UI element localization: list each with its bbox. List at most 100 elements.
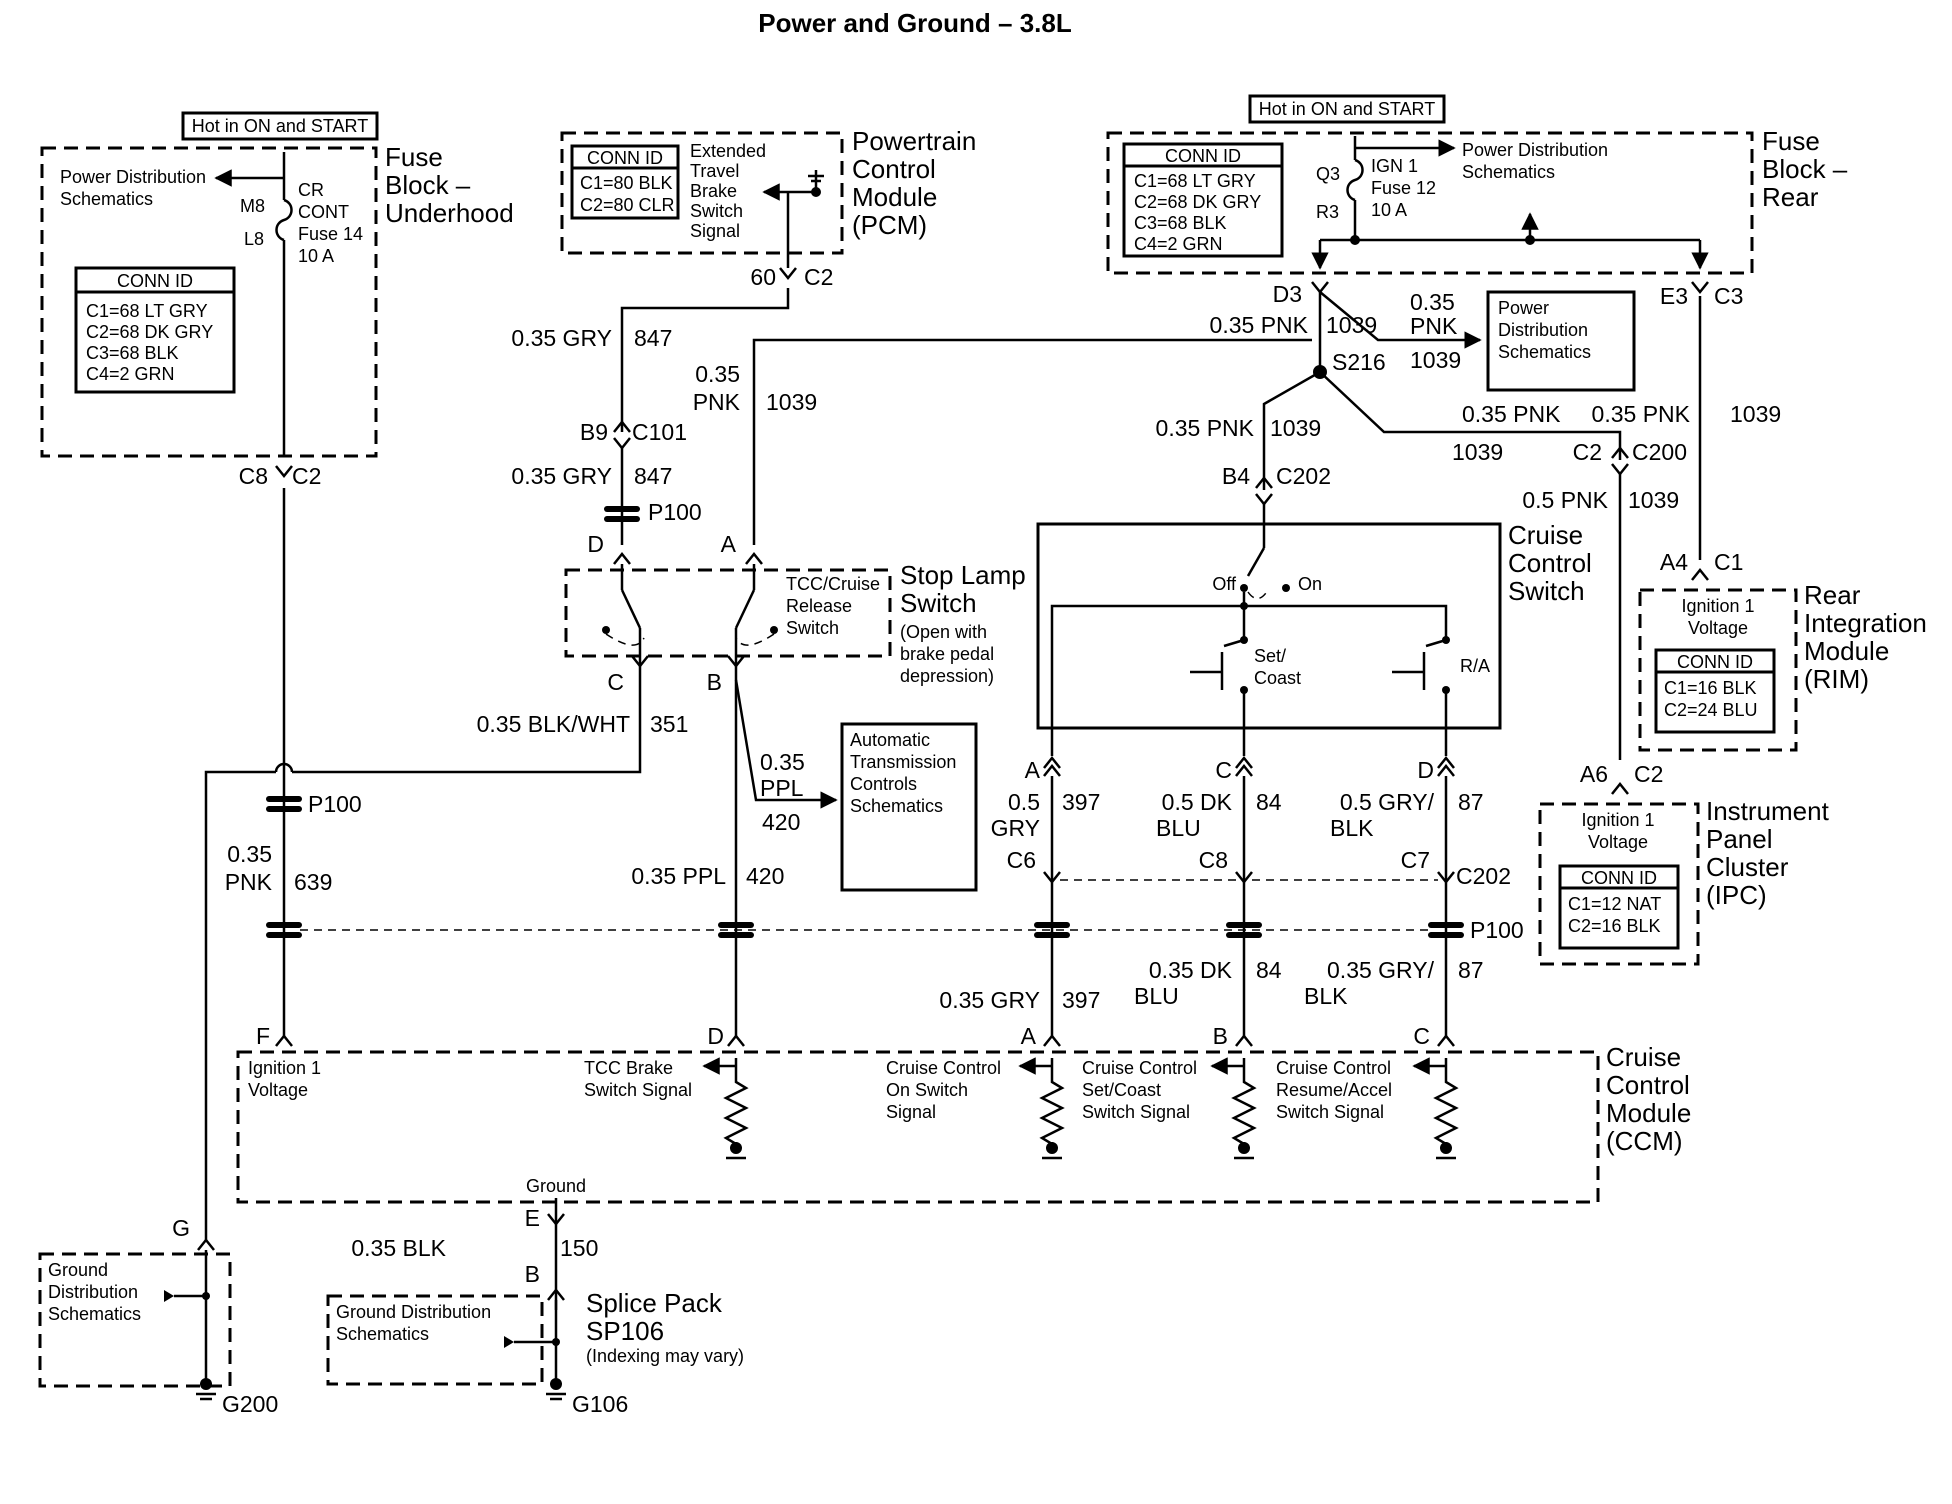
stop-lamp-label-2: Switch (900, 588, 977, 618)
resistor-tcc (723, 1058, 749, 1147)
ccm-box (236, 1050, 1600, 1204)
hot-label-underhood: Hot in ON and START (192, 116, 368, 136)
wire-397-a-color-2: GRY (991, 815, 1040, 841)
ccm-label-4: (CCM) (1606, 1126, 1683, 1156)
ats-line-1: Automatic (850, 730, 930, 750)
fuse-12-label-2: Fuse 12 (1371, 178, 1436, 198)
connector-c7: C7 (1401, 847, 1430, 873)
wire-1039-e3-color: 0.35 PNK (1592, 401, 1691, 427)
pin-c2-c200: C2 (1573, 439, 1602, 465)
stop-lamp-label-1: Stop Lamp (900, 560, 1026, 590)
stop-lamp-pin-a: A (721, 531, 737, 557)
pin-l8: L8 (244, 229, 264, 249)
tcc-release-switch-2: Release (786, 596, 852, 616)
connector-c3-rear: C3 (1714, 283, 1743, 309)
fuse-12-symbol (1346, 158, 1364, 202)
gds1-line-2: Distribution (48, 1282, 138, 1302)
pcm-signal-3: Brake (690, 181, 737, 201)
conn-id-box-pcm (570, 144, 680, 220)
pin-q3: Q3 (1316, 164, 1340, 184)
ccm-pin-a: A (1021, 1023, 1037, 1049)
pds-label-underhood-1: Power Distribution (60, 167, 206, 187)
cruise-switch-label-3: Switch (1508, 576, 1585, 606)
set-coast-label-1: Set/ (1254, 646, 1286, 666)
wire-420-b-color: 0.35 PPL (631, 863, 726, 889)
rim-pin-a4: A4 (1660, 549, 1688, 575)
stop-lamp-pin-c: C (607, 669, 624, 695)
ipc-label-3: Cluster (1706, 852, 1789, 882)
cruise-switch-pin-a: A (1025, 757, 1041, 783)
ra-label: R/A (1460, 656, 1490, 676)
wire-1039-ipc-number: 1039 (1628, 487, 1679, 513)
stop-lamp-note-3: depression) (900, 666, 994, 686)
splice-p100-a-bottom (604, 516, 640, 522)
ccm-pin-f: F (256, 1023, 270, 1049)
pin-r3: R3 (1316, 202, 1339, 222)
conn-id-underhood-c2: C2=68 DK GRY (86, 322, 213, 342)
wire-87-b-color-1: 0.35 GRY/ (1327, 957, 1435, 983)
splice-p100-c-label: P100 (1470, 917, 1524, 943)
rim-label-1: Rear (1804, 580, 1861, 610)
wire-639-number: 639 (294, 869, 332, 895)
splice-pack-note: (Indexing may vary) (586, 1346, 744, 1366)
wire-847-number-b: 847 (634, 463, 672, 489)
ccm-set-2: Set/Coast (1082, 1080, 1161, 1100)
ipc-pin-a6: A6 (1580, 761, 1608, 787)
stop-lamp-pin-b: B (707, 669, 722, 695)
wire-1039-e3-number: 1039 (1730, 401, 1781, 427)
rim-ign-1: Ignition 1 (1681, 596, 1754, 616)
fuse-block-underhood-label-2: Block – (385, 170, 471, 200)
cruise-switch-on: On (1298, 574, 1322, 594)
splice-p100-b-bottom (266, 806, 302, 812)
conn-id-title-underhood: CONN ID (117, 271, 193, 291)
rim-ign-2: Voltage (1688, 618, 1748, 638)
conn-id-rim-c1: C1=16 BLK (1664, 678, 1757, 698)
conn-id-box-underhood (74, 266, 236, 394)
pcm-signal-4: Switch (690, 201, 743, 221)
pcm-label-1: Powertrain (852, 126, 976, 156)
connector-c202-b: C202 (1456, 863, 1511, 889)
pin-d3: D3 (1273, 281, 1302, 307)
rim-module: A4 C1 Ignition 1 Voltage CONN ID C1=16 B… (1638, 549, 1927, 752)
ats-box: Automatic Transmission Controls Schemati… (840, 722, 978, 892)
gds1-line-3: Schematics (48, 1304, 141, 1324)
wire-847-color-a: 0.35 GRY (511, 325, 612, 351)
wire-420-a-number: 420 (762, 809, 800, 835)
wire-351-number: 351 (650, 711, 688, 737)
tcc-release-switch-1: TCC/Cruise (786, 574, 880, 594)
stop-lamp-pin-d: D (587, 531, 604, 557)
fuse-14-symbol (275, 198, 293, 242)
splice-pack-label-1: Splice Pack (586, 1288, 723, 1318)
splice-s216-label: S216 (1332, 349, 1386, 375)
conn-id-title-pcm: CONN ID (587, 148, 663, 168)
wire-420-a-color-1: 0.35 (760, 749, 805, 775)
pds-box: Power Distribution Schematics (1486, 290, 1636, 392)
wire-397-a-number: 397 (1062, 789, 1100, 815)
ccm-res-2: Resume/Accel (1276, 1080, 1392, 1100)
wire-397-a-color-1: 0.5 (1008, 789, 1040, 815)
ccm-pin-c: C (1413, 1023, 1430, 1049)
fuse-block-rear-label-3: Rear (1762, 182, 1819, 212)
wire-1039-pds-color-1: 0.35 (1410, 289, 1455, 315)
pds-label-underhood-2: Schematics (60, 189, 153, 209)
splice-p100-b-label: P100 (308, 791, 362, 817)
wire-1039-a-color-2: PNK (693, 389, 741, 415)
conn-id-box-rear (1122, 142, 1284, 258)
splice-p100-b-top (266, 796, 302, 802)
wire-639-color-1: 0.35 (227, 841, 272, 867)
fuse-14-label-3: Fuse 14 (298, 224, 363, 244)
wire-351-color: 0.35 BLK/WHT (477, 711, 630, 737)
rim-box (1638, 588, 1798, 752)
wire-351: 0.35 BLK/WHT 351 (204, 666, 688, 1240)
splice-pack-label-2: SP106 (586, 1316, 664, 1346)
set-coast-label-2: Coast (1254, 668, 1301, 688)
ground-g106-label: G106 (572, 1391, 628, 1417)
conn-id-title-ipc: CONN ID (1581, 868, 1657, 888)
pcm-signal-2: Travel (690, 161, 739, 181)
wire-84-a-number: 84 (1256, 789, 1282, 815)
fuse-block-rear: Hot in ON and START Fuse Block – Rear CO… (1106, 94, 1848, 309)
ccm-label-1: Cruise (1606, 1042, 1681, 1072)
pcm-signal-5: Signal (690, 221, 740, 241)
fuse-block-underhood: Hot in ON and START Fuse Block – Underho… (40, 111, 514, 489)
ipc-connector-c2: C2 (1634, 761, 1663, 787)
